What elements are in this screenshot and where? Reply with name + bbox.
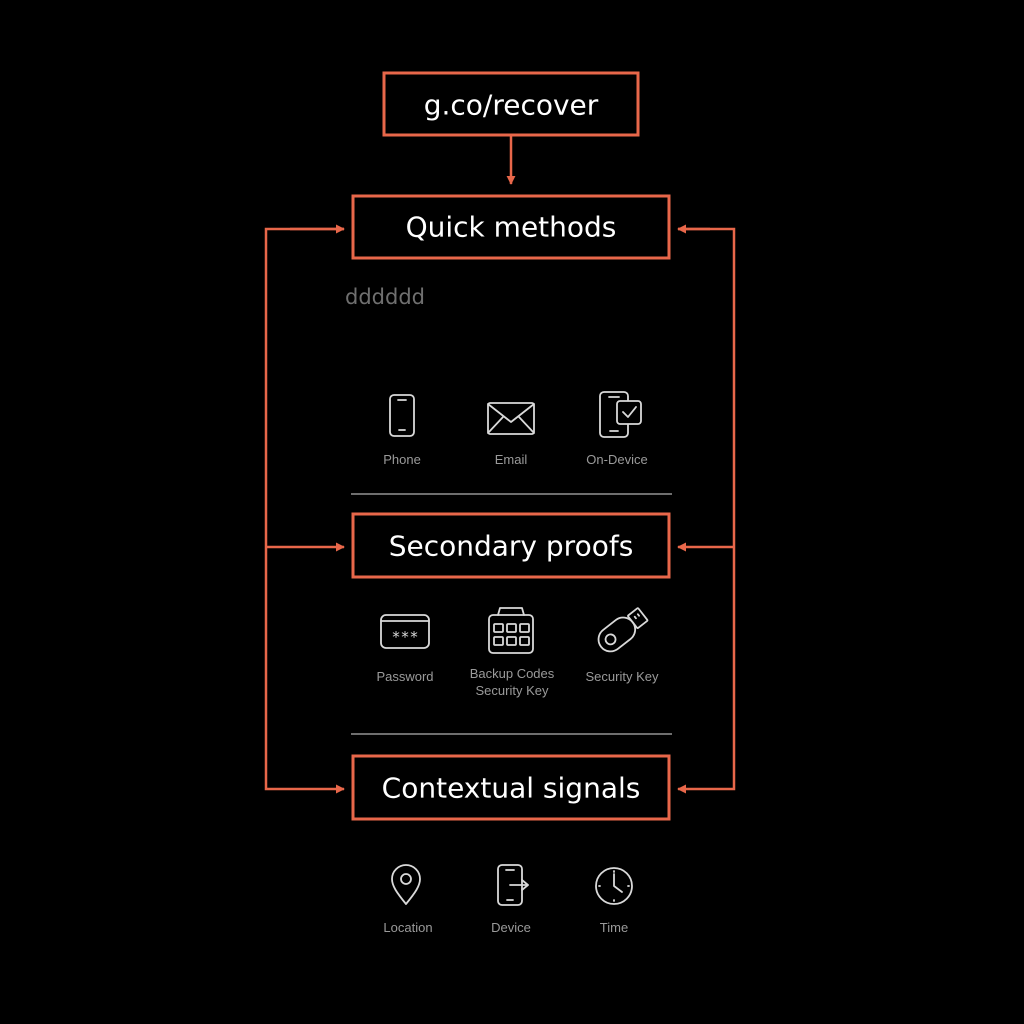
entry-node-label: g.co/recover — [424, 89, 599, 122]
password-icon: *** — [380, 614, 430, 649]
password-item: *** Password — [376, 614, 434, 684]
connectors — [264, 136, 736, 794]
phone-label: Phone — [383, 452, 421, 467]
email-item: Email — [487, 402, 535, 467]
contextual-signals-label: Contextual signals — [382, 772, 641, 805]
contextual-signals-node: Contextual signals — [351, 754, 671, 821]
device-item: Device — [491, 864, 531, 935]
clock-icon — [595, 867, 633, 905]
secondary-proofs-node: Secondary proofs — [351, 512, 671, 579]
time-item: Time — [595, 867, 633, 935]
backup-codes-item: Backup Codes Security Key — [470, 607, 555, 698]
on-device-item: On-Device — [586, 391, 648, 467]
location-pin-icon — [391, 864, 421, 905]
quick-methods-label: Quick methods — [406, 211, 617, 244]
location-item: Location — [383, 864, 433, 935]
backup-codes-label-line2: Security Key — [476, 683, 549, 698]
on-device-icon — [599, 391, 642, 438]
stray-text: dddddd — [345, 285, 425, 309]
device-label: Device — [491, 920, 531, 935]
email-icon — [487, 402, 535, 435]
secondary-proofs-label: Secondary proofs — [389, 530, 634, 563]
security-key-label: Security Key — [586, 669, 659, 684]
backup-codes-icon — [488, 607, 534, 654]
device-icon — [497, 864, 529, 906]
left-loop-line — [264, 227, 345, 794]
phone-icon — [389, 394, 415, 437]
security-key-item: Security Key — [586, 607, 659, 684]
right-loop-line — [677, 227, 736, 794]
security-key-icon — [597, 607, 649, 653]
backup-codes-label-line1: Backup Codes — [470, 666, 555, 681]
quick-methods-node: Quick methods — [351, 194, 671, 260]
password-label: Password — [376, 669, 433, 684]
entry-node: g.co/recover — [382, 71, 640, 137]
svg-text:***: *** — [391, 628, 418, 646]
phone-item: Phone — [383, 394, 421, 467]
location-label: Location — [383, 920, 432, 935]
time-label: Time — [600, 920, 628, 935]
email-label: Email — [495, 452, 528, 467]
on-device-label: On-Device — [586, 452, 647, 467]
